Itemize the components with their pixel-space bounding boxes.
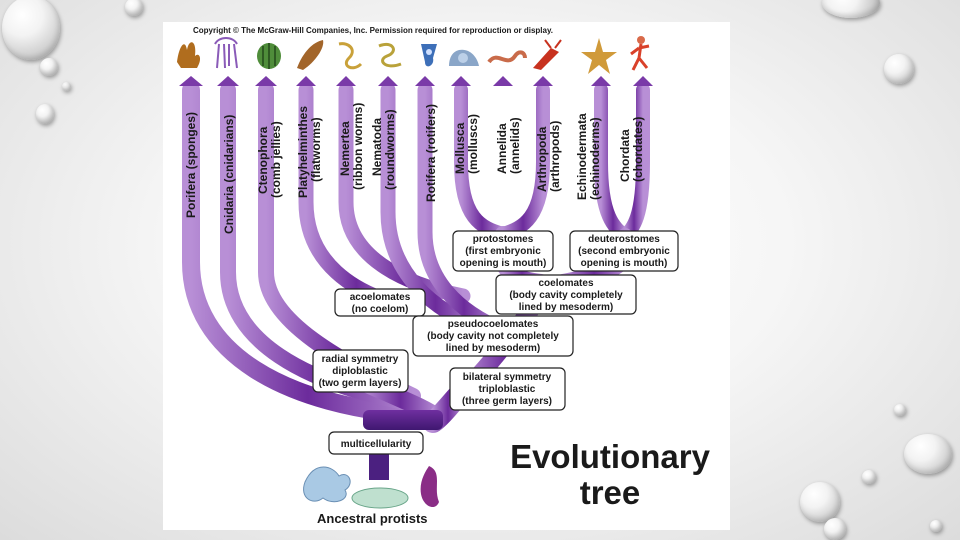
- phylum-label: (chordates): [631, 117, 645, 182]
- svg-text:(body cavity completely: (body cavity completely: [509, 290, 623, 301]
- svg-text:(second embryonic: (second embryonic: [578, 246, 670, 257]
- evolutionary-tree-diagram: Copyright © The McGraw-Hill Companies, I…: [177, 26, 711, 526]
- phylum-label: Ctenophora: [256, 126, 270, 194]
- human-icon: [630, 36, 650, 71]
- svg-text:lined by mesoderm): lined by mesoderm): [519, 302, 613, 313]
- svg-text:multicellularity: multicellularity: [341, 439, 412, 450]
- phylum-label: Arthropoda: [535, 126, 549, 192]
- phylum-label: (arthropods): [548, 121, 562, 192]
- phylum-label: (molluscs): [466, 114, 480, 174]
- svg-text:pseudocoelomates: pseudocoelomates: [448, 319, 539, 330]
- phylum-label: Rotifera (rotifers): [424, 104, 438, 202]
- phylum-label: Chordata: [618, 129, 632, 182]
- phylum-label: (annelids): [508, 117, 522, 174]
- figure-title-line1: Evolutionary: [510, 438, 711, 475]
- protist-icons: [303, 466, 439, 509]
- svg-text:(two germ layers): (two germ layers): [319, 378, 402, 389]
- amoeba-icon: [303, 466, 351, 503]
- earthworm-icon: [487, 50, 527, 64]
- jellyfish-icon: [214, 37, 238, 69]
- phylum-label: (echinoderms): [588, 117, 602, 200]
- copyright-notice: Copyright © The McGraw-Hill Companies, I…: [193, 26, 553, 35]
- lobster-icon: [533, 39, 562, 70]
- sponge-icon: [177, 42, 201, 68]
- box-radial-symmetry: radial symmetry diploblastic (two germ l…: [312, 349, 409, 393]
- branch-arrowheads: [179, 76, 653, 86]
- phylum-label: Nemertea: [338, 121, 352, 176]
- phylum-label: (flatworms): [309, 117, 323, 182]
- svg-text:acoelomates: acoelomates: [350, 292, 411, 303]
- trunk: [363, 410, 443, 430]
- water-drop-decoration: [800, 482, 840, 522]
- water-drop-decoration: [40, 58, 58, 76]
- box-coelomates: coelomates (body cavity completely lined…: [495, 274, 637, 315]
- roundworm-icon: [378, 42, 402, 68]
- root-label: Ancestral protists: [317, 511, 428, 526]
- svg-text:(no coelom): (no coelom): [352, 304, 409, 315]
- phylum-label: Annelida: [495, 123, 509, 174]
- svg-text:deuterostomes: deuterostomes: [588, 234, 660, 245]
- flatworm-icon: [297, 40, 324, 70]
- trunk-base: [369, 452, 389, 480]
- snail-icon: [449, 49, 479, 66]
- svg-text:opening is mouth): opening is mouth): [581, 258, 668, 269]
- box-acoelomates: acoelomates (no coelom): [334, 288, 426, 317]
- phylum-label: Mollusca: [453, 122, 467, 174]
- comb-jelly-icon: [257, 43, 281, 69]
- svg-text:opening is mouth): opening is mouth): [460, 258, 547, 269]
- paramecium-icon: [351, 487, 409, 509]
- box-pseudocoelomates: pseudocoelomates (body cavity not comple…: [412, 315, 574, 357]
- box-bilateral-symmetry: bilateral symmetry triploblastic (three …: [449, 367, 566, 411]
- svg-text:protostomes: protostomes: [473, 234, 534, 245]
- water-drop-decoration: [884, 54, 914, 84]
- animal-icons: [177, 36, 650, 74]
- phylum-label: Cnidaria (cnidarians): [222, 115, 236, 234]
- water-drop-decoration: [2, 0, 60, 60]
- svg-text:coelomates: coelomates: [538, 278, 593, 289]
- sea-star-icon: [581, 38, 617, 74]
- box-deuterostomes: deuterostomes (second embryonic opening …: [569, 230, 679, 272]
- water-drop-decoration: [125, 0, 143, 16]
- svg-text:lined by mesoderm): lined by mesoderm): [446, 343, 540, 354]
- svg-text:triploblastic: triploblastic: [479, 384, 536, 395]
- phylum-label: Echinodermata: [575, 113, 589, 200]
- svg-text:diploblastic: diploblastic: [332, 366, 388, 377]
- phylum-labels: Porifera (sponges) Cnidaria (cnidarians)…: [184, 103, 645, 234]
- svg-text:(body cavity not completely: (body cavity not completely: [427, 331, 559, 342]
- evolutionary-tree-figure: Copyright © The McGraw-Hill Companies, I…: [163, 22, 730, 530]
- water-drop-decoration: [904, 434, 952, 474]
- svg-text:(three germ layers): (three germ layers): [462, 396, 552, 407]
- phylum-label: Platyhelminthes: [296, 106, 310, 198]
- phylum-label: (roundworms): [383, 109, 397, 190]
- phylum-label: Porifera (sponges): [184, 112, 198, 218]
- box-multicellularity: multicellularity: [328, 431, 424, 455]
- water-drop-decoration: [930, 520, 942, 532]
- water-drop-decoration: [824, 518, 846, 540]
- phylum-label: Nematoda: [370, 118, 384, 176]
- figure-title-line2: tree: [580, 474, 641, 511]
- water-drop-decoration: [862, 470, 876, 484]
- water-drop-decoration: [894, 404, 906, 416]
- water-drop-decoration: [822, 0, 880, 18]
- rotifer-icon: [421, 44, 437, 67]
- euglena-icon: [420, 466, 439, 508]
- phylum-label: (ribbon worms): [351, 103, 365, 190]
- ribbon-worm-icon: [338, 42, 363, 70]
- annotation-boxes: protostomes (first embryonic opening is …: [312, 230, 679, 455]
- water-drop-decoration: [36, 104, 54, 124]
- phylum-label: (comb jellies): [269, 121, 283, 198]
- box-protostomes: protostomes (first embryonic opening is …: [452, 230, 554, 272]
- svg-text:radial symmetry: radial symmetry: [322, 354, 399, 365]
- water-drop-decoration: [62, 82, 71, 91]
- svg-text:(first embryonic: (first embryonic: [465, 246, 541, 257]
- svg-text:bilateral symmetry: bilateral symmetry: [463, 372, 552, 383]
